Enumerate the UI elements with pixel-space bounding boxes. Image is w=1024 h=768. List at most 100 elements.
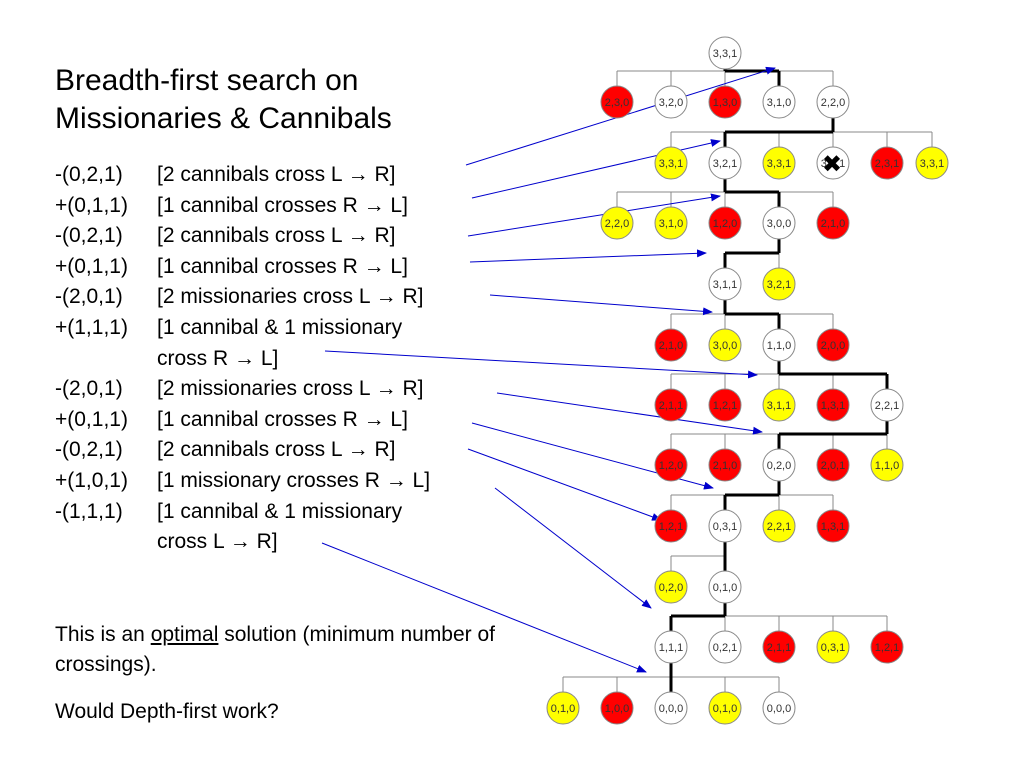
node-circle-illegal xyxy=(600,85,634,119)
step-code: +(1,0,1) xyxy=(55,468,128,492)
node-circle-open xyxy=(654,630,688,664)
node-circle-illegal xyxy=(816,509,850,543)
tree-node: 1,2,1 xyxy=(654,509,688,543)
node-label: 3,3,1 xyxy=(713,48,737,60)
node-label: 1,1,0 xyxy=(875,460,899,472)
node-circle-illegal xyxy=(654,388,688,422)
step-description: [1 cannibal crosses R → L] xyxy=(157,193,408,217)
tree-node: 1,1,0 xyxy=(762,328,796,362)
node-label: 1,2,1 xyxy=(713,400,737,412)
step-description: [2 missionaries cross L → R] xyxy=(157,377,424,401)
node-label: 0,0,0 xyxy=(767,703,791,715)
tree-node: 1,2,0 xyxy=(708,206,742,240)
node-label: 1,2,1 xyxy=(659,521,683,533)
node-circle-illegal xyxy=(870,146,904,180)
node-circle-illegal xyxy=(708,85,742,119)
node-label: 1,1,1 xyxy=(659,642,683,654)
step-row: +(0,1,1)[1 cannibal crosses R → L] xyxy=(55,252,430,283)
node-label: 3,1,1 xyxy=(713,279,737,291)
step-row: -(1,1,1)[1 cannibal & 1 missionary xyxy=(55,497,430,528)
node-label: 0,1,0 xyxy=(713,703,737,715)
tree-node: 1,2,0 xyxy=(654,448,688,482)
step-code: -(2,0,1) xyxy=(55,285,123,309)
tree-node: 0,0,0 xyxy=(762,691,796,725)
tree-node: 2,1,0 xyxy=(654,328,688,362)
step-arrows xyxy=(321,66,776,673)
node-label: 0,2,1 xyxy=(713,642,737,654)
tree-node: 3,3,1 xyxy=(762,146,796,180)
node-circle-repeated xyxy=(654,570,688,604)
tree-node: 1,3,1 xyxy=(816,509,850,543)
step-description: [2 cannibals cross L → R] xyxy=(157,224,396,248)
node-circle-illegal xyxy=(816,448,850,482)
step-row: -(2,0,1)[2 missionaries cross L → R] xyxy=(55,374,430,405)
tree-node: 1,1,0 xyxy=(870,448,904,482)
node-circle-open xyxy=(816,146,850,180)
node-label: 3,2,0 xyxy=(659,97,683,109)
node-label: 0,3,1 xyxy=(713,521,737,533)
node-circle-open xyxy=(708,36,742,70)
node-label: 3,1,0 xyxy=(659,218,683,230)
step-arrow xyxy=(494,487,652,609)
node-circle-open xyxy=(762,448,796,482)
step-description: [1 cannibal & 1 missionary xyxy=(157,315,403,339)
tree-node: 1,3,0 xyxy=(708,85,742,119)
step-description: [1 missionary crosses R → L] xyxy=(157,468,431,492)
tree-node: 0,1,0 xyxy=(546,691,580,725)
note-text-before: This is an xyxy=(55,623,151,646)
tree-node: 3,1,0 xyxy=(654,206,688,240)
node-label: 2,1,0 xyxy=(659,340,683,352)
step-arrow xyxy=(489,294,713,316)
node-circle-open xyxy=(816,85,850,119)
step-row: -(2,0,1)[2 missionaries cross L → R] xyxy=(55,282,430,313)
node-circle-open xyxy=(762,206,796,240)
tree-node: 2,1,1 xyxy=(654,388,688,422)
tree-edges xyxy=(562,69,933,692)
step-row: +(1,0,1) [1 missionary crosses R → L] xyxy=(55,466,430,497)
solution-steps-list: -(0,2,1) [2 cannibals cross L → R] +(0,1,… xyxy=(55,160,430,558)
node-label: 3,3,1 xyxy=(767,158,791,170)
tree-node: 1,0,0 xyxy=(600,691,634,725)
tree-node: 2,2,1 xyxy=(762,509,796,543)
node-label: 2,3,1 xyxy=(875,158,899,170)
node-circle-illegal xyxy=(816,328,850,362)
tree-node: 0,0,0 xyxy=(654,691,688,725)
step-row: -(0,2,1) [2 cannibals cross L → R] xyxy=(55,160,430,191)
node-label: 2,2,0 xyxy=(605,218,629,230)
node-circle-illegal xyxy=(816,206,850,240)
step-code: -(0,2,1) xyxy=(55,163,123,186)
node-label: 0,2,0 xyxy=(767,460,791,472)
step-row: -(0,2,1)[2 cannibals cross L → R] xyxy=(55,435,430,466)
node-label: 2,3,0 xyxy=(605,97,629,109)
node-circle-repeated xyxy=(654,206,688,240)
note-text-after: solution (minimum number of crossings). xyxy=(55,623,496,676)
node-circle-repeated xyxy=(654,146,688,180)
tree-node: 2,1,1 xyxy=(762,630,796,664)
step-code: +(1,1,1) xyxy=(55,315,128,339)
node-circle-illegal xyxy=(762,630,796,664)
step-description: [2 cannibals cross L → R] xyxy=(157,163,396,186)
tree-node: 3,0,0 xyxy=(762,206,796,240)
node-circle-repeated xyxy=(600,206,634,240)
tree-node: 2,1,0 xyxy=(816,206,850,240)
step-code: +(0,1,1) xyxy=(55,407,128,431)
node-label: 1,3,1 xyxy=(821,400,845,412)
optimal-solution-note: This is an optimal solution (minimum num… xyxy=(55,620,495,680)
node-circle-illegal xyxy=(708,448,742,482)
node-circle-open xyxy=(654,691,688,725)
node-circle-open xyxy=(870,388,904,422)
node-label: 1,3,0 xyxy=(713,97,737,109)
title-line-2: Missionaries & Cannibals xyxy=(55,102,392,135)
node-label: 3,2,1 xyxy=(821,158,845,170)
step-arrow xyxy=(324,350,758,379)
node-circle-open xyxy=(762,691,796,725)
step-row: cross R → L] xyxy=(55,344,430,375)
step-row: +(1,1,1) [1 cannibal & 1 missionary xyxy=(55,313,430,344)
tree-node: 0,2,1 xyxy=(708,630,742,664)
tree-node: 3,2,1 xyxy=(708,146,742,180)
node-label: 2,1,1 xyxy=(767,642,791,654)
tree-node: 3,2,1 xyxy=(762,267,796,301)
node-circle-repeated xyxy=(915,146,949,180)
node-label: 1,2,0 xyxy=(713,218,737,230)
node-circle-illegal xyxy=(654,328,688,362)
